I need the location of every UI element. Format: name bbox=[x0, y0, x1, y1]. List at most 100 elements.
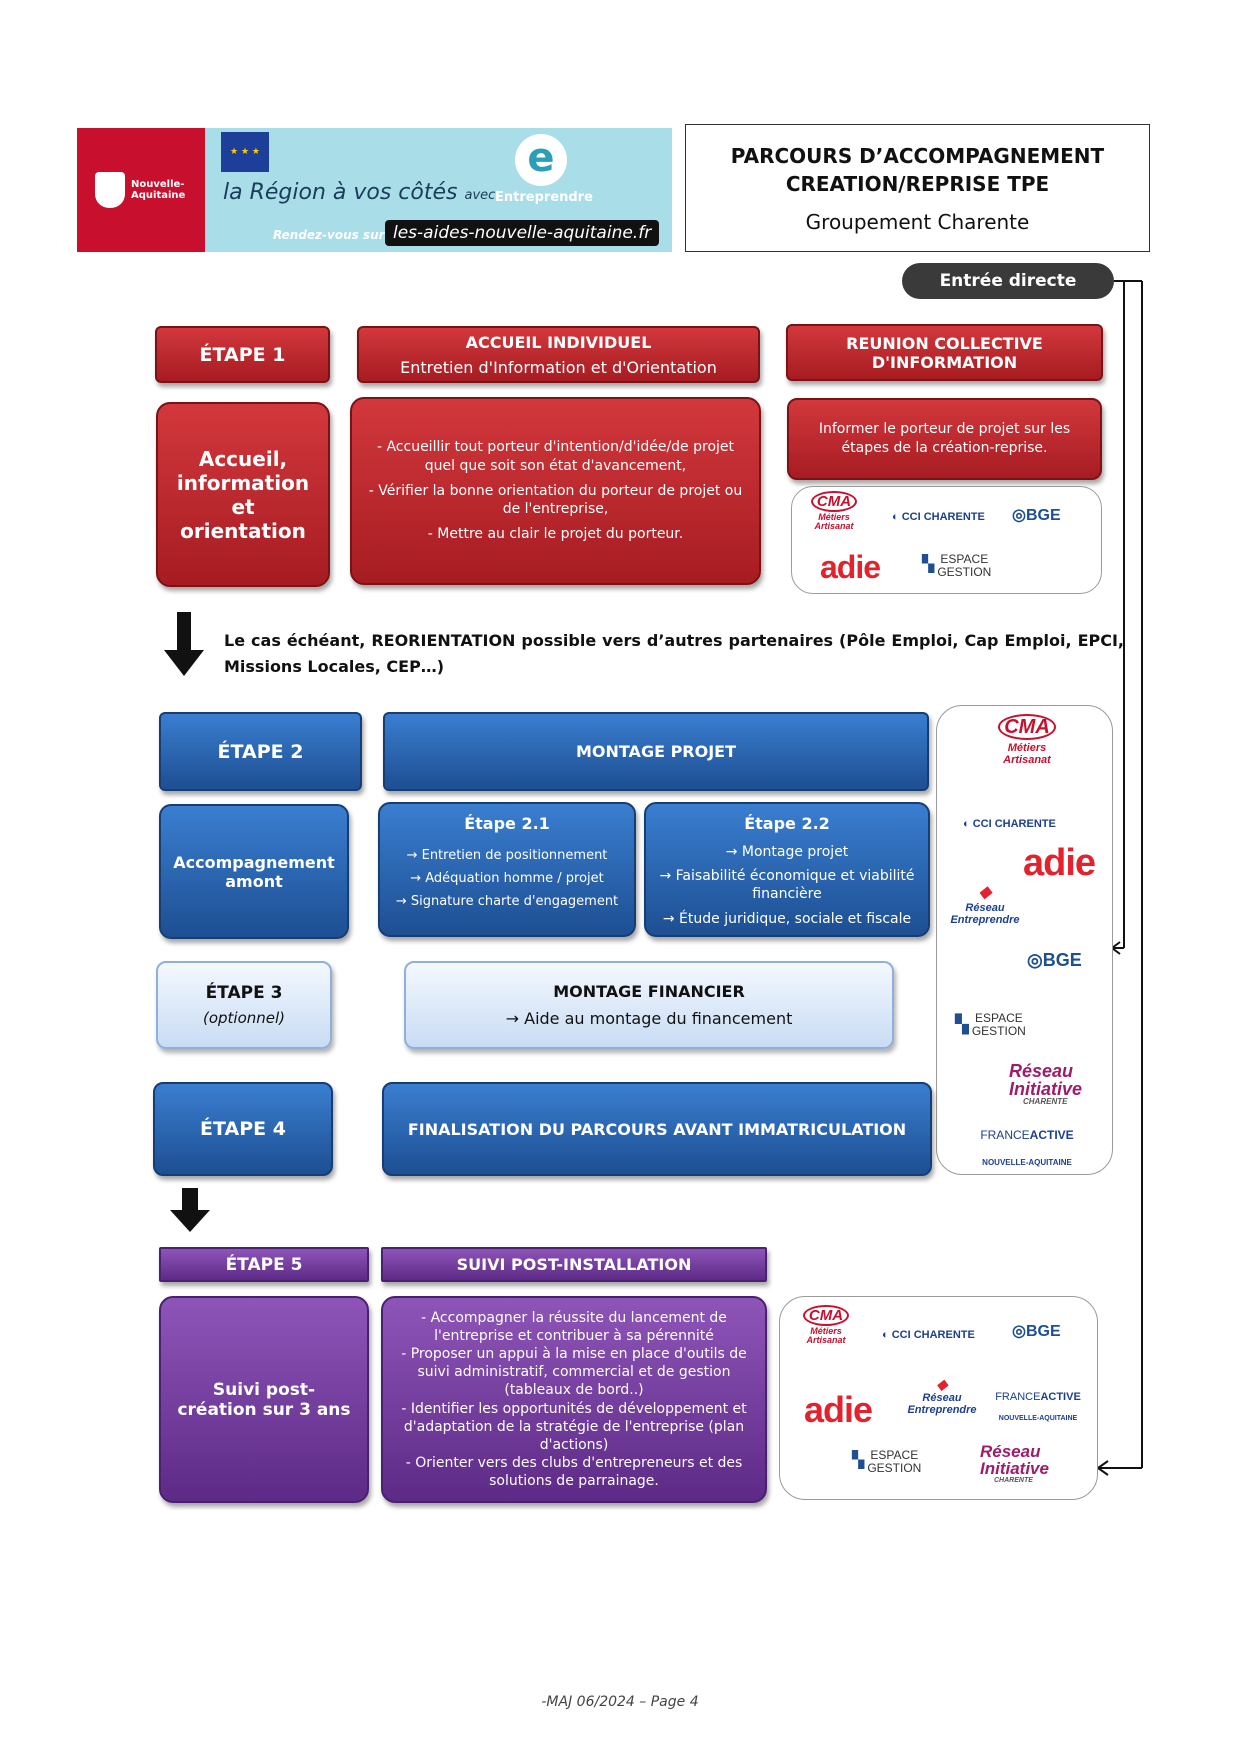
reunion-collective-header: REUNION COLLECTIVE D'INFORMATION bbox=[786, 324, 1103, 381]
etape22-box: Étape 2.2 → Montage projet → Faisabilité… bbox=[644, 802, 930, 937]
region-banner: Nouvelle-Aquitaine ★ ★ ★ e la Région à v… bbox=[77, 128, 672, 252]
reseau-entreprendre-icon: ◆ bbox=[978, 884, 992, 901]
cma-logo-sub: Métiers Artisanat bbox=[814, 512, 854, 532]
accueil-details-box: - Accueillir tout porteur d'intention/d'… bbox=[350, 397, 761, 585]
etape1-partner-logos: CMA Métiers Artisanat ◐ CCI CHARENTE ◎BG… bbox=[791, 486, 1102, 594]
adie-logo: adie bbox=[1023, 842, 1096, 885]
bge-logo-text: BGE bbox=[1042, 950, 1082, 970]
re-logo-line2: Entreprendre bbox=[907, 1404, 977, 1417]
reseau-entreprendre-icon: ◆ bbox=[936, 1376, 948, 1392]
etape3-label: ÉTAPE 3 (optionnel) bbox=[156, 961, 332, 1049]
suivi-details-box: - Accompagner la réussite du lancement d… bbox=[381, 1296, 767, 1503]
espace-logo-line2: GESTION bbox=[937, 564, 992, 579]
etape22-item-2: → Faisabilité économique et viabilité fi… bbox=[659, 868, 915, 903]
ri-logo-line1: Réseau bbox=[1009, 1061, 1074, 1081]
etape4-label: ÉTAPE 4 bbox=[153, 1082, 333, 1176]
etape5-partner-logos: CMA Métiers Artisanat ◐ CCI CHARENTE ◎BG… bbox=[779, 1296, 1098, 1500]
reunion-title: REUNION COLLECTIVE D'INFORMATION bbox=[846, 333, 1043, 372]
ri-logo-line3: CHARENTE bbox=[994, 1477, 1033, 1484]
etape5-side-box: Suivi post-création sur 3 ans bbox=[159, 1296, 369, 1503]
suivi-item-2: - Proposer un appui à la mise en place d… bbox=[401, 1345, 747, 1399]
adie-logo-text: adie bbox=[804, 1389, 873, 1430]
cma-logo-sub: Métiers Artisanat bbox=[806, 1326, 846, 1346]
title-line1: PARCOURS D’ACCOMPAGNEMENT bbox=[730, 144, 1105, 168]
bge-logo: ◎BGE bbox=[1027, 950, 1082, 970]
montage-projet-header: MONTAGE PROJET bbox=[383, 712, 929, 791]
fa-logo-line1: FRANCE bbox=[995, 1391, 1041, 1403]
etape2-label: ÉTAPE 2 bbox=[159, 712, 362, 791]
cma-logo-text: CMA bbox=[998, 714, 1056, 740]
cma-logo-text: CMA bbox=[810, 491, 858, 512]
cma-logo: CMA Métiers Artisanat bbox=[796, 1305, 856, 1346]
espace-gestion-icon: ▚ bbox=[955, 1014, 969, 1035]
re-logo-line1: Réseau bbox=[922, 1392, 962, 1405]
suivi-item-4: - Orienter vers des clubs d'entrepreneur… bbox=[405, 1455, 743, 1490]
ri-logo-line1: Réseau bbox=[980, 1442, 1041, 1461]
page-footer: -MAJ 06/2024 – Page 4 bbox=[541, 1694, 699, 1710]
cma-logo: CMA Métiers Artisanat bbox=[804, 491, 864, 532]
suivi-item-1: - Accompagner la réussite du lancement d… bbox=[421, 1309, 727, 1344]
slogan-main: la Région à vos côtés bbox=[223, 180, 458, 205]
entree-directe-label: Entrée directe bbox=[939, 271, 1077, 291]
cma-logo: CMA Métiers Artisanat bbox=[989, 714, 1065, 766]
montage-financier-box: MONTAGE FINANCIER → Aide au montage du f… bbox=[404, 961, 894, 1049]
reseau-entreprendre-logo: ◆ Réseau Entreprendre bbox=[898, 1376, 986, 1417]
reorientation-text: Le cas échéant, REORIENTATION possible v… bbox=[224, 631, 1124, 676]
etape21-box: Étape 2.1 → Entretien de positionnement … bbox=[378, 802, 636, 937]
reseau-entreprendre-logo: ◆ Réseau Entreprendre bbox=[941, 884, 1029, 926]
region-logo-text: Nouvelle-Aquitaine bbox=[131, 179, 186, 201]
down-arrow-1-icon bbox=[164, 612, 204, 676]
etape21-item-2: → Adéquation homme / projet bbox=[410, 870, 604, 886]
fa-logo-line2: ACTIVE bbox=[1040, 1391, 1081, 1403]
cci-logo-text: CCI CHARENTE bbox=[972, 818, 1056, 830]
etape21-item-1: → Entretien de positionnement bbox=[406, 848, 608, 863]
espace-logo-line2: GESTION bbox=[867, 1460, 922, 1475]
cci-logo: ◐ CCI CHARENTE bbox=[882, 1329, 975, 1341]
espace-logo-line1: ESPACE bbox=[870, 1448, 919, 1462]
adie-logo-text: adie bbox=[820, 549, 881, 585]
suivi-item-3: - Identifier les opportunités de dévelop… bbox=[401, 1400, 747, 1453]
ri-logo-line2: Initiative bbox=[980, 1459, 1049, 1478]
suivi-post-installation-header: SUIVI POST-INSTALLATION bbox=[381, 1247, 767, 1282]
etape1-label: ÉTAPE 1 bbox=[155, 326, 330, 383]
region-logo: Nouvelle-Aquitaine bbox=[77, 128, 205, 252]
bge-logo-text: BGE bbox=[1025, 507, 1061, 524]
cci-logo: ◐ CCI CHARENTE bbox=[892, 511, 985, 523]
espace-logo-line2: GESTION bbox=[971, 1023, 1026, 1038]
cci-logo-text: CCI CHARENTE bbox=[891, 1329, 975, 1341]
accueil-individuel-header: ACCUEIL INDIVIDUEL Entretien d'Informati… bbox=[357, 326, 760, 383]
etape21-item-3: → Signature charte d'engagement bbox=[395, 893, 619, 909]
etape1-side-box: Accueil, information et orientation bbox=[156, 402, 330, 587]
re-logo-line1: Réseau bbox=[965, 901, 1005, 914]
rendezvous-label: Rendez-vous sur : bbox=[273, 228, 394, 242]
accueil-item-1: - Accueillir tout porteur d'intention/d'… bbox=[376, 438, 735, 474]
slogan-avec: avec bbox=[464, 188, 496, 203]
etape2-label-text: ÉTAPE 2 bbox=[217, 740, 304, 763]
adie-logo: adie bbox=[820, 549, 881, 586]
cci-logo: ◐ CCI CHARENTE bbox=[963, 818, 1056, 830]
etape1-side-text: Accueil, information et orientation bbox=[176, 446, 310, 543]
bge-logo: ◎BGE bbox=[1012, 1323, 1061, 1340]
site-link[interactable]: les-aides-nouvelle-aquitaine.fr bbox=[385, 220, 660, 246]
arrowhead-etape5 bbox=[1096, 1460, 1109, 1476]
etape21-title: Étape 2.1 bbox=[464, 814, 550, 833]
fa-logo-line3: NOUVELLE-AQUITAINE bbox=[998, 1415, 1078, 1422]
france-active-logo: FRANCEACTIVE NOUVELLE-AQUITAINE bbox=[957, 1126, 1097, 1167]
lion-emblem-icon bbox=[95, 172, 125, 208]
etape22-item-3: → Étude juridique, sociale et fiscale bbox=[662, 910, 912, 927]
accueil-sub: Entretien d'Information et d'Orientation bbox=[400, 357, 717, 377]
etape3-optional: (optionnel) bbox=[202, 1009, 286, 1027]
espace-logo-line1: ESPACE bbox=[974, 1011, 1023, 1025]
bge-logo-text: BGE bbox=[1025, 1323, 1061, 1340]
fa-logo-line1: FRANCE bbox=[980, 1128, 1030, 1142]
title-subtitle: Groupement Charente bbox=[805, 210, 1030, 234]
etape5-side-text: Suivi post-création sur 3 ans bbox=[177, 1379, 351, 1420]
montage-financier-title: MONTAGE FINANCIER bbox=[553, 982, 745, 1001]
entree-directe-badge: Entrée directe bbox=[902, 263, 1114, 299]
reseau-initiative-logo: Réseau Initiative CHARENTE bbox=[980, 1443, 1080, 1484]
entreprendre-label: Entreprendre bbox=[495, 190, 593, 205]
etape2-side-box: Accompagnement amont bbox=[159, 804, 349, 939]
cci-logo-text: CCI CHARENTE bbox=[901, 511, 985, 523]
